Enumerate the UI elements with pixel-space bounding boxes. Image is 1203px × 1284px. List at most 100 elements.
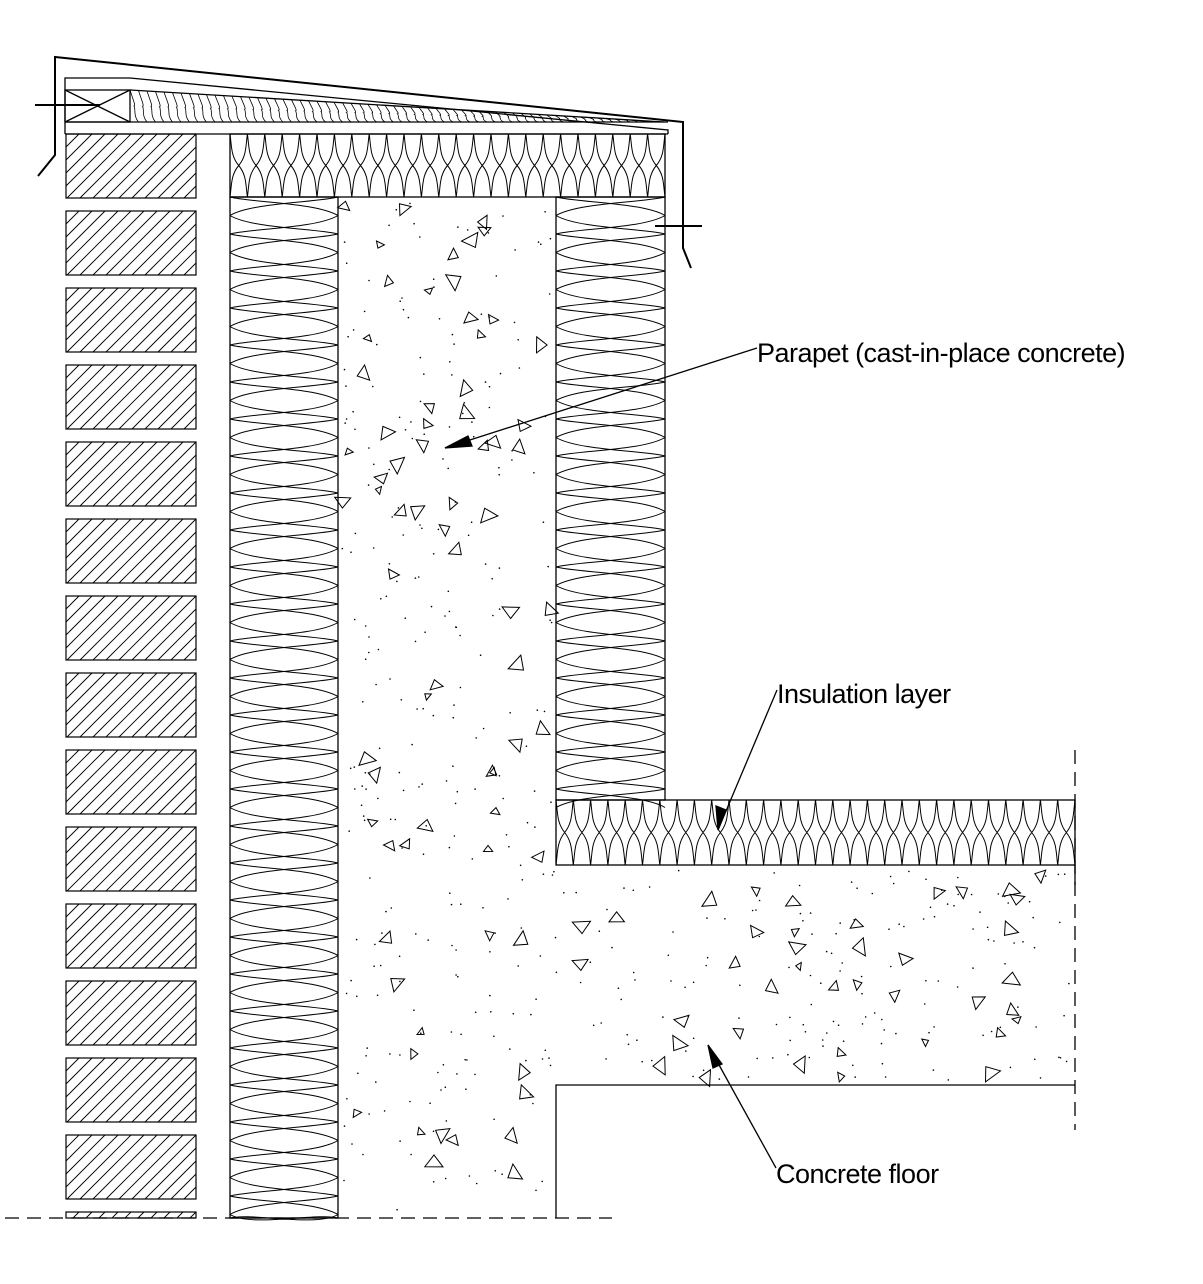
aggregate-dot	[422, 853, 425, 855]
insulation-label: Insulation layer	[777, 679, 951, 709]
aggregate-dot	[598, 930, 601, 932]
aggregate-triangle	[1006, 1001, 1020, 1016]
aggregate-dot	[480, 313, 483, 316]
aggregate-dot	[1004, 963, 1006, 965]
aggregate-dot	[542, 521, 545, 523]
aggregate-dot	[377, 648, 380, 651]
aggregate-dot	[364, 772, 367, 774]
aggregate-dot	[933, 1026, 935, 1028]
aggregate-dot	[375, 683, 377, 686]
aggregate-dot	[525, 1059, 527, 1062]
aggregate-dot	[357, 1072, 359, 1075]
aggregate-triangle	[784, 894, 802, 907]
aggregate-dot	[440, 1089, 442, 1091]
aggregate-dot	[402, 308, 405, 311]
aggregate-dot	[373, 965, 375, 967]
aggregate-dot	[579, 981, 582, 984]
aggregate-triangle	[888, 989, 901, 1004]
aggregate-dot	[825, 950, 828, 953]
aggregate-dot	[347, 335, 349, 338]
aggregate-triangle	[1001, 882, 1022, 897]
aggregate-dot	[489, 951, 491, 953]
aggregate-dot	[802, 920, 804, 922]
top-insulation	[229, 133, 666, 198]
aggregate-triangle	[955, 886, 969, 900]
aggregate-dot	[705, 964, 707, 967]
aggregate-dot	[374, 943, 376, 946]
brick-hatch	[65, 595, 197, 661]
aggregate-dot	[432, 553, 435, 555]
aggregate-dot	[442, 458, 444, 460]
aggregate-triangle	[607, 910, 626, 923]
aggregate-triangle	[1034, 869, 1047, 885]
aggregate-dot	[368, 447, 370, 449]
aggregate-dot	[354, 532, 357, 535]
brick-hatch	[65, 287, 197, 353]
aggregate-dot	[511, 459, 513, 461]
aggregate-dot	[450, 1031, 453, 1033]
aggregate-dot	[997, 893, 1000, 895]
aggregate-dot	[402, 789, 405, 792]
aggregate-dot	[773, 872, 775, 874]
aggregate-dot	[826, 1032, 828, 1034]
aggregate-dot	[626, 1033, 628, 1036]
aggregate-dot	[416, 708, 418, 710]
aggregate-dot	[553, 870, 555, 873]
aggregate-dot	[498, 473, 501, 476]
brick	[65, 595, 197, 661]
aggregate-dot	[484, 381, 487, 383]
aggregate-dot	[1063, 873, 1066, 875]
aggregate-dot	[908, 870, 910, 873]
aggregate-dot	[475, 737, 478, 739]
aggregate-dot	[861, 1023, 864, 1025]
aggregate-dot	[389, 818, 392, 821]
aggregate-dot	[755, 909, 757, 911]
aggregate-dot	[946, 903, 949, 905]
aggregate-dot	[354, 788, 356, 790]
aggregate-dot	[526, 821, 529, 824]
aggregate-dot	[890, 965, 892, 968]
aggregate-dot	[345, 992, 348, 995]
aggregate-dot	[396, 1208, 398, 1211]
aggregate-dot	[366, 1047, 369, 1049]
aggregate-dot	[888, 928, 890, 930]
outlines	[5, 55, 1076, 1219]
aggregate-dot	[957, 893, 959, 896]
parapet-label: Parapet (cast-in-place concrete)	[757, 338, 1126, 368]
aggregate-dot	[758, 899, 761, 902]
aggregate-dot	[554, 936, 557, 939]
aggregate-dot	[627, 1043, 630, 1046]
aggregate-dot	[536, 709, 539, 711]
brick	[65, 980, 197, 1046]
aggregate-triangle	[483, 434, 502, 449]
aggregate-dot	[929, 906, 932, 909]
aggregate-dot	[368, 1113, 370, 1115]
aggregate-triangle	[378, 930, 393, 944]
aggregate-dot	[667, 954, 670, 957]
aggregate-triangle	[487, 313, 500, 325]
brick-hatch	[65, 980, 197, 1046]
aggregate-dot	[390, 907, 393, 909]
brick-hatch	[65, 518, 197, 584]
aggregate-triangle	[750, 886, 761, 898]
aggregate-triangle	[390, 977, 406, 993]
aggregate-dot	[947, 1079, 950, 1081]
aggregate-triangle	[444, 274, 462, 292]
aggregate-dot	[895, 1032, 897, 1035]
aggregate-dot	[459, 634, 461, 637]
aggregate-dot	[1068, 982, 1070, 985]
aggregate-triangle	[933, 886, 947, 901]
aggregate-dot	[429, 1102, 431, 1104]
aggregate-dot	[400, 699, 403, 701]
aggregate-dot	[821, 1039, 824, 1041]
aggregate-dot	[987, 938, 990, 941]
brick	[65, 364, 197, 430]
aggregate-dot	[1063, 1014, 1065, 1017]
aggregate-dot	[444, 1086, 447, 1088]
aggregate-triangle	[792, 1055, 806, 1075]
aggregate-dot	[365, 788, 367, 790]
aggregate-dot	[493, 1035, 495, 1038]
aggregate-dot	[362, 701, 364, 703]
aggregate-dot	[986, 926, 989, 929]
aggregate-dot	[839, 922, 841, 924]
